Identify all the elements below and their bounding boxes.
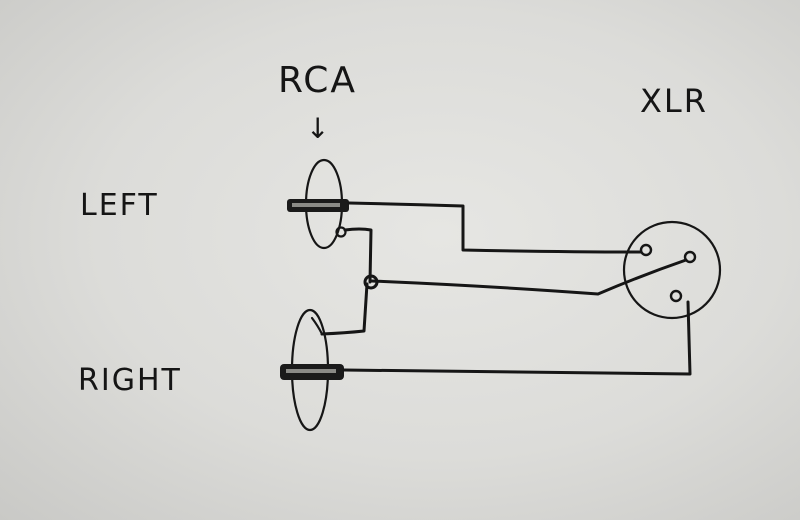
right-label: RIGHT (78, 363, 182, 398)
left-signal-wire (347, 201, 643, 254)
xlr-pin-2 (683, 250, 697, 264)
left-ground-lug (335, 226, 347, 238)
ground-to-xlr-wire (370, 258, 688, 296)
xlr-connector (622, 220, 722, 320)
rca-label: RCA (278, 60, 357, 101)
ground-junction (363, 274, 379, 290)
xlr-body (622, 220, 722, 320)
right-signal-wire (342, 300, 692, 376)
xlr-pin-1 (639, 243, 653, 257)
right-rca-connector (280, 308, 344, 432)
right-ground-lug (310, 316, 324, 336)
left-ground-wire (343, 227, 373, 284)
xlr-pin-3 (669, 289, 683, 303)
xlr-label: XLR (640, 82, 708, 120)
left-label: LEFT (80, 188, 159, 223)
rca-arrow: ↓ (306, 112, 331, 145)
left-rca-connector (287, 158, 349, 250)
right-ground-wire (320, 282, 369, 336)
